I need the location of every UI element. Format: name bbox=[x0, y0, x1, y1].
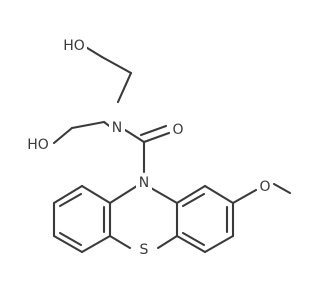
bond-c-o-double-2 bbox=[139, 124, 168, 137]
atom-bg-o-carbonyl bbox=[170, 120, 186, 138]
bond-ho-ch2-left bbox=[52, 126, 74, 145]
bond-c9a-ringn bbox=[108, 182, 142, 205]
bond-c3-c4 bbox=[203, 234, 235, 254]
atom-labels: HO HO N O N O S bbox=[25, 36, 273, 258]
atom-label-n-amide: N bbox=[112, 120, 122, 136]
atom-label-s-ring: S bbox=[140, 242, 149, 258]
atom-bg-s-ring bbox=[136, 240, 152, 258]
bond-c-o-double-1 bbox=[142, 131, 171, 144]
bond-c4a-s bbox=[156, 234, 179, 250]
bond-c7-c6 bbox=[52, 234, 84, 254]
bond-c9-c8-inner bbox=[58, 192, 83, 208]
atom-bg-o-methoxy bbox=[257, 177, 273, 195]
bond-c6-c5a bbox=[80, 234, 112, 254]
atom-label-o-carbonyl: O bbox=[172, 122, 183, 138]
bond-c9a-c9 bbox=[80, 184, 112, 205]
atom-bg-n-amide bbox=[109, 118, 125, 136]
atom-bg-ho-top bbox=[61, 36, 87, 54]
bond-ch2-ch2-left bbox=[70, 120, 106, 130]
atom-bg-n-ring bbox=[136, 173, 152, 191]
bond-c7-c6-inner bbox=[58, 231, 83, 247]
bond-c1-c2 bbox=[203, 184, 235, 205]
bond-c10a-c1-inner bbox=[181, 192, 206, 208]
bonds bbox=[52, 44, 292, 254]
bond-c10a-c1 bbox=[175, 184, 207, 205]
bond-c2-o-methoxy bbox=[231, 188, 258, 205]
atom-label-ho-left: HO bbox=[27, 137, 49, 153]
atom-bg-ho-left bbox=[25, 135, 51, 153]
bond-o-ch3-methoxy bbox=[272, 182, 292, 195]
bond-ch2-n-top bbox=[116, 71, 133, 104]
atom-label-o-methoxy: O bbox=[259, 179, 270, 195]
atom-label-ho-top: HO bbox=[63, 38, 85, 54]
structure-diagram: HO HO N O N O S bbox=[25, 36, 292, 258]
bond-n-carbonyl-c bbox=[120, 126, 146, 144]
atom-label-n-ring: N bbox=[139, 175, 149, 191]
bond-c9-c8 bbox=[52, 184, 84, 205]
bond-ch2-ch2-top bbox=[100, 55, 133, 75]
bond-s-c5a bbox=[108, 234, 132, 250]
bond-c4-c4a bbox=[175, 234, 207, 254]
bond-c4-c4a-inner bbox=[181, 231, 206, 247]
